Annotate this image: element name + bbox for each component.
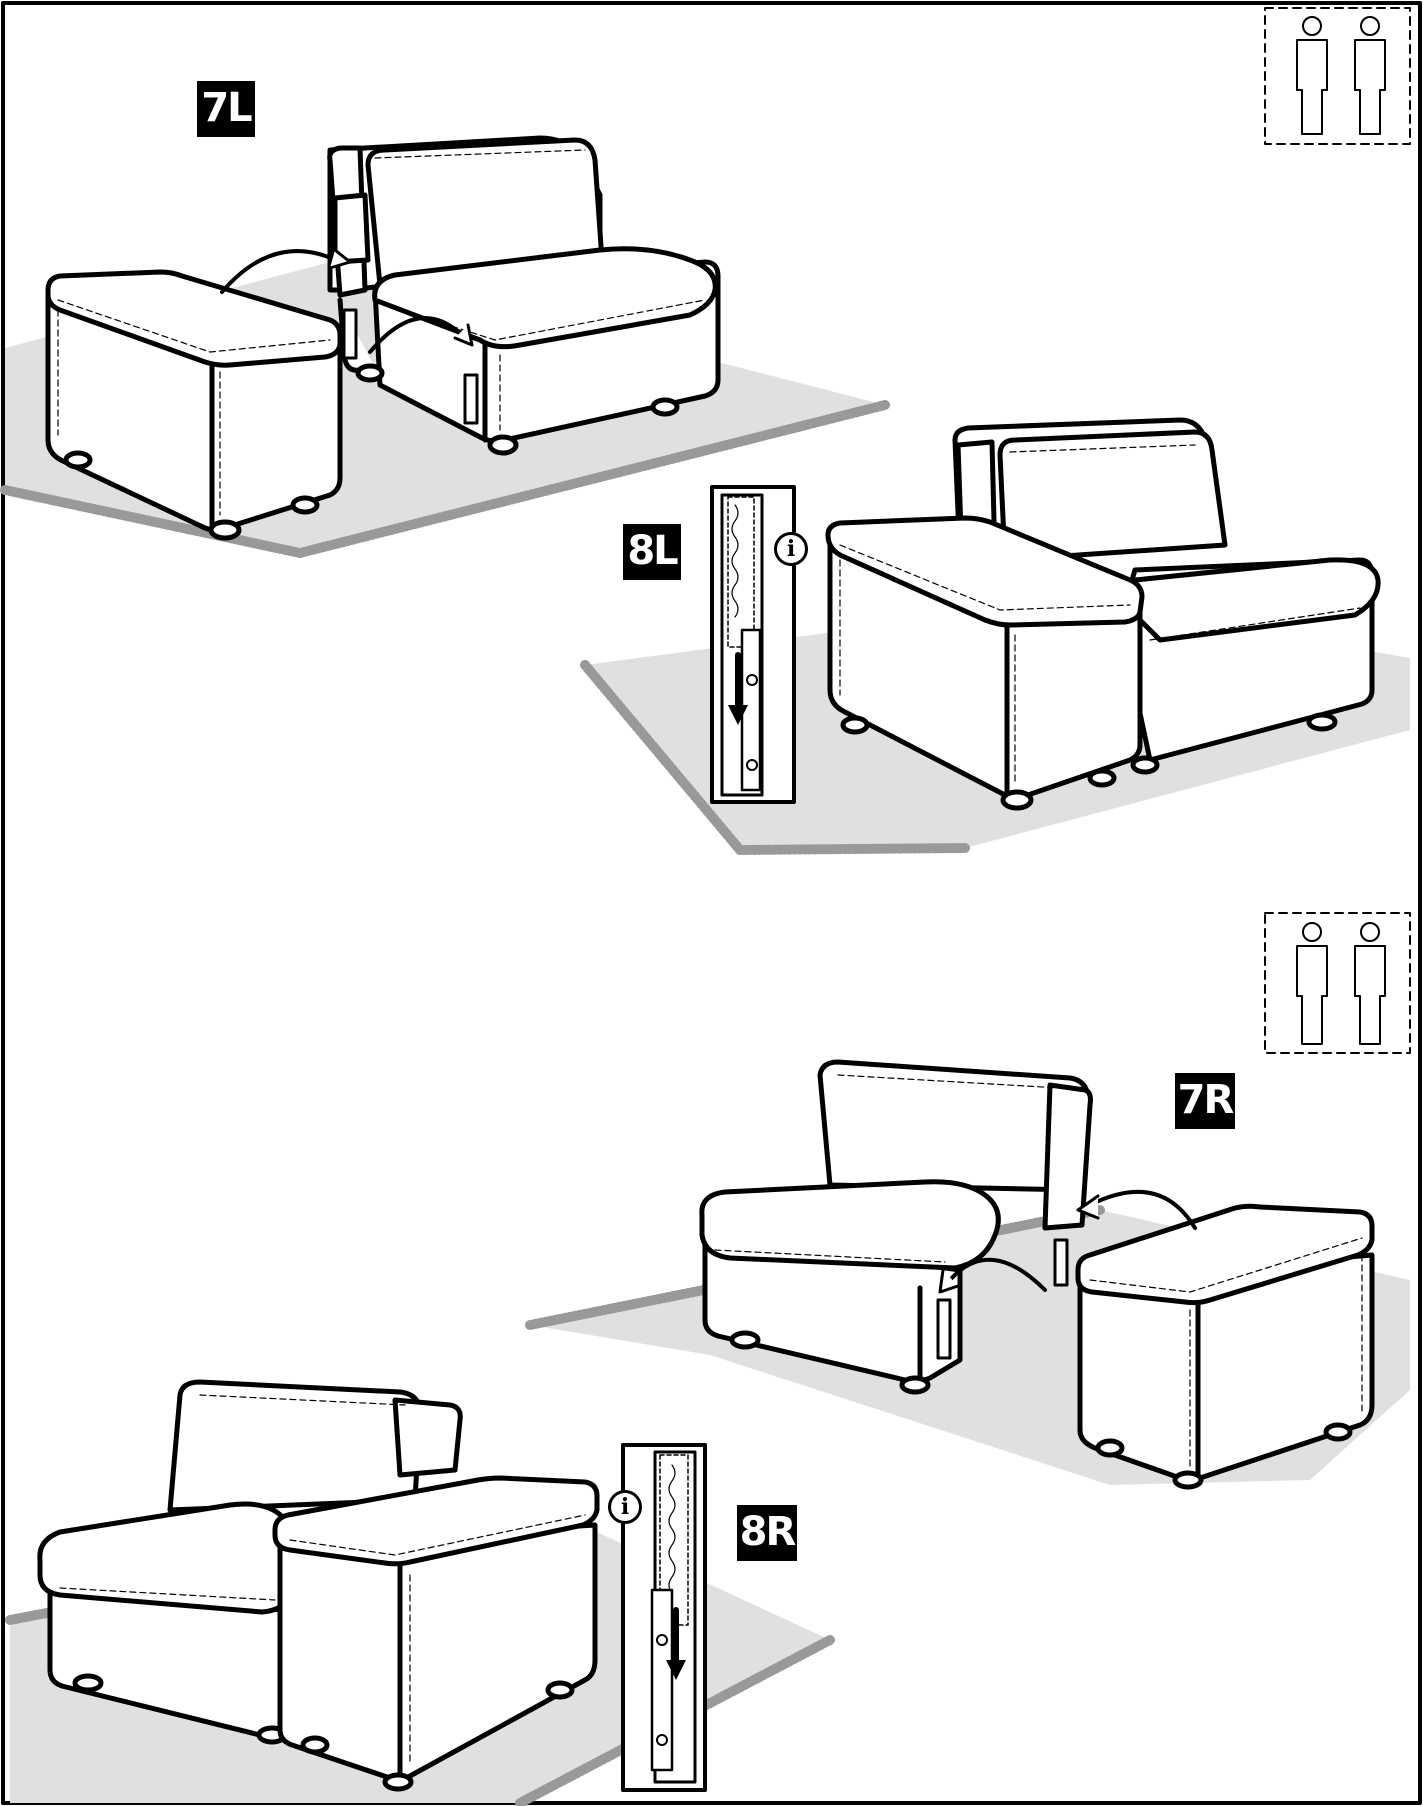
step-7r-illustration	[530, 1062, 1410, 1487]
two-people-icon	[1265, 8, 1410, 144]
two-people-icon	[1265, 913, 1410, 1053]
step-badge-8l: 8L	[623, 524, 681, 580]
info-icon: i	[608, 1490, 642, 1524]
step-badge-8r: 8R	[737, 1505, 797, 1561]
step-badge-7r: 7R	[1175, 1073, 1235, 1129]
info-icon: i	[774, 532, 808, 566]
step-8r-illustration	[10, 1382, 830, 1803]
step-badge-7l: 7L	[197, 81, 255, 137]
step-8l-illustration	[585, 420, 1410, 850]
